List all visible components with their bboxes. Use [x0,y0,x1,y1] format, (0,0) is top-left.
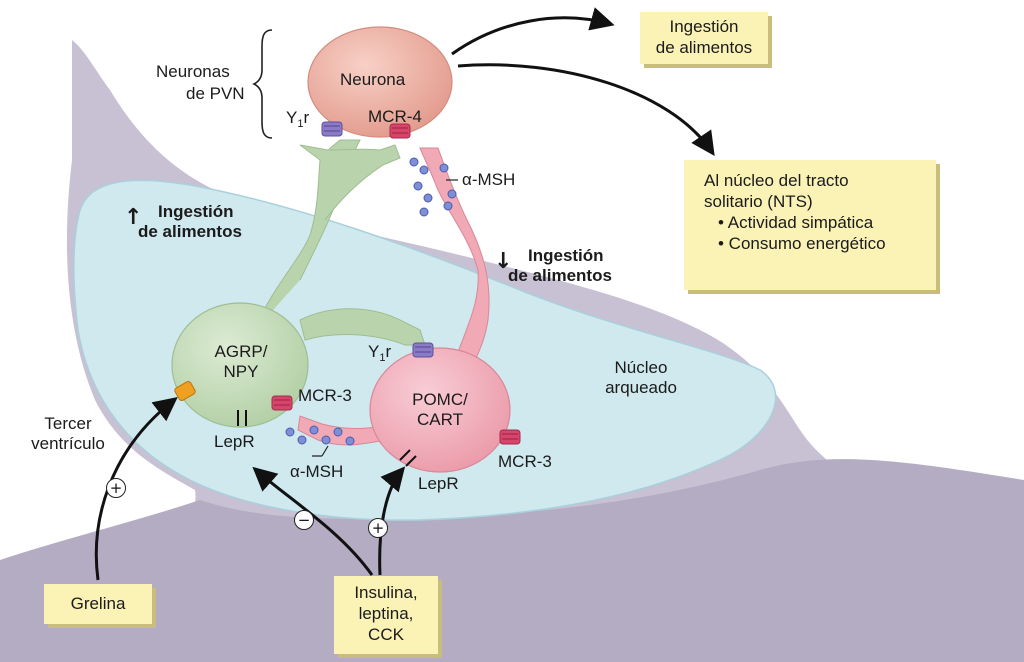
pvn-neuron [307,26,453,138]
arrow-hormones-to-agrp [252,466,374,576]
mcr3-label-right: MCR-3 [498,452,552,471]
mcr4-label: MCR-4 [368,107,422,126]
arrow-hormones-to-pomc [378,466,406,576]
y1r-receptor-pvn [321,121,343,137]
nts-box: Al núcleo del tracto solitario (NTS) • A… [684,160,936,290]
y1r-label-pvn: Y1r [286,108,310,130]
intake-decrease-label: ↓ Ingestión de alimentos [494,246,612,285]
lower-ventricle-shade [0,459,1024,662]
alpha-msh-vesicles-bottom [285,425,355,446]
lepr-receptor-agrp [237,410,247,426]
alpha-msh-bottom-leader [312,445,329,457]
pomc-cart-neuron [369,347,511,473]
mcr4-receptor [389,123,411,139]
alpha-msh-top-label: α-MSH [462,170,516,189]
agrp-npy-label: AGRP/NPY [214,342,268,381]
arrow-to-nts [457,63,715,156]
mcr3-receptor-pomc [499,429,521,445]
y1r-label-pomc: Y1r [368,342,392,364]
pvn-label-1: Neuronas [156,62,230,81]
lepr-label-left: LepR [214,432,255,451]
ghrelin-receptor [174,381,196,401]
grelina-box: Grelina [44,584,152,624]
plus-sign-ghrelin: + [106,478,126,498]
plus-sign-pomc: + [368,518,388,538]
lepr-receptor-pomc [399,449,417,467]
minus-sign-agrp: − [294,510,314,530]
pomc-cart-label: POMC/CART [412,390,468,429]
arrow-to-intake [451,7,615,56]
pvn-brace [252,29,273,139]
y1r-receptor-pomc [412,342,434,358]
mcr3-receptor-agrp [271,395,293,411]
pvn-neuron-label: Neurona [340,70,406,89]
alpha-msh-bottom-label: α-MSH [290,462,344,481]
mcr3-label-left: MCR-3 [298,386,352,405]
pvn-label-2: de PVN [186,84,245,103]
lepr-label-right: LepR [418,474,459,493]
agrp-axon-branch [324,144,401,221]
intake-increase-label: ↑ Ingestión de alimentos [124,202,242,241]
alpha-msh-vesicles-top [409,157,457,217]
hormones-box: Insulina, leptina, CCK [334,576,438,654]
